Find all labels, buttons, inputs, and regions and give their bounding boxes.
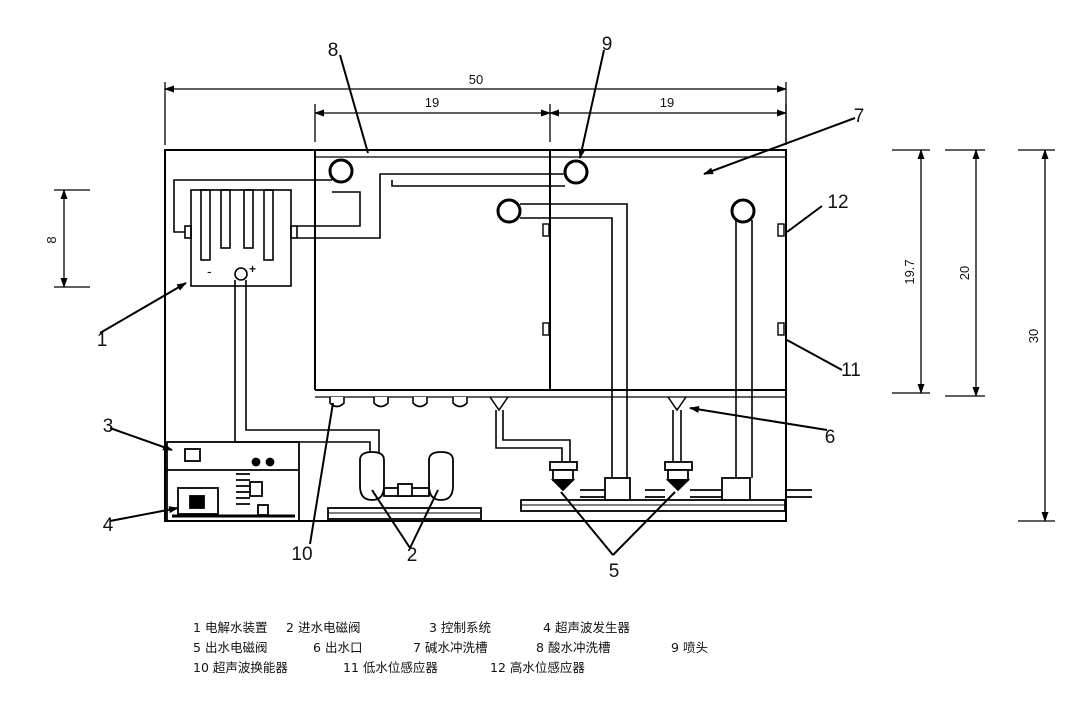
level-sensors <box>542 223 785 336</box>
callout-7: 7 <box>854 106 865 127</box>
legend-item-1: 1 电解水装置 <box>193 620 268 635</box>
callout-9: 9 <box>602 34 613 55</box>
callout-10: 10 <box>291 544 312 565</box>
legend-item-4: 4 超声波发生器 <box>543 620 630 635</box>
dimension-generator-height <box>54 189 90 288</box>
legend-item-7: 7 碱水冲洗槽 <box>413 640 488 655</box>
outlet-valves <box>520 461 812 512</box>
callout-3: 3 <box>103 416 114 437</box>
callout-5: 5 <box>609 561 620 582</box>
dimension-label-50: 50 <box>469 72 483 87</box>
callout-11: 11 <box>841 360 861 381</box>
ultrasonic-transducers <box>329 397 468 408</box>
legend-item-2: 2 进水电磁阀 <box>286 620 361 635</box>
dimension-label-19-7: 19.7 <box>902 259 917 284</box>
legend-item-9: 9 喷头 <box>671 640 708 655</box>
positive-mark: + <box>249 262 256 276</box>
callout-12: 12 <box>827 192 848 213</box>
callout-8: 8 <box>328 40 339 61</box>
legend-item-6: 6 出水口 <box>313 640 363 655</box>
callout-6: 6 <box>825 427 836 448</box>
dimension-label-20: 20 <box>957 266 972 280</box>
legend-item-5: 5 出水电磁阀 <box>193 640 268 655</box>
pipes <box>234 203 753 478</box>
legend-item-10: 10 超声波换能器 <box>193 660 288 675</box>
dimension-right-heights <box>892 149 1055 522</box>
dimension-left-section <box>314 104 787 142</box>
control-system <box>166 441 300 522</box>
inlet-valves <box>327 451 482 520</box>
legend-item-11: 11 低水位感应器 <box>343 660 438 675</box>
dimension-label-8: 8 <box>44 236 59 243</box>
callout-numbers: 1 2 3 4 5 6 7 8 9 10 11 12 <box>97 34 865 582</box>
dimension-label-30: 30 <box>1026 329 1041 343</box>
nozzle-icons <box>328 158 756 224</box>
legend-item-8: 8 酸水冲洗槽 <box>536 640 611 655</box>
callout-1: 1 <box>97 330 108 351</box>
negative-mark: - <box>207 263 212 279</box>
dimension-label-19-right: 19 <box>660 95 674 110</box>
legend-item-12: 12 高水位感应器 <box>490 660 585 675</box>
callout-2: 2 <box>407 545 418 566</box>
callout-leaders <box>99 49 856 556</box>
legend-item-3: 3 控制系统 <box>429 620 491 635</box>
outer-frame <box>164 149 787 522</box>
callout-4: 4 <box>103 515 114 536</box>
electrolysis-device <box>173 173 565 287</box>
dimension-label-19-left: 19 <box>425 95 439 110</box>
outlet-funnels <box>489 396 687 412</box>
